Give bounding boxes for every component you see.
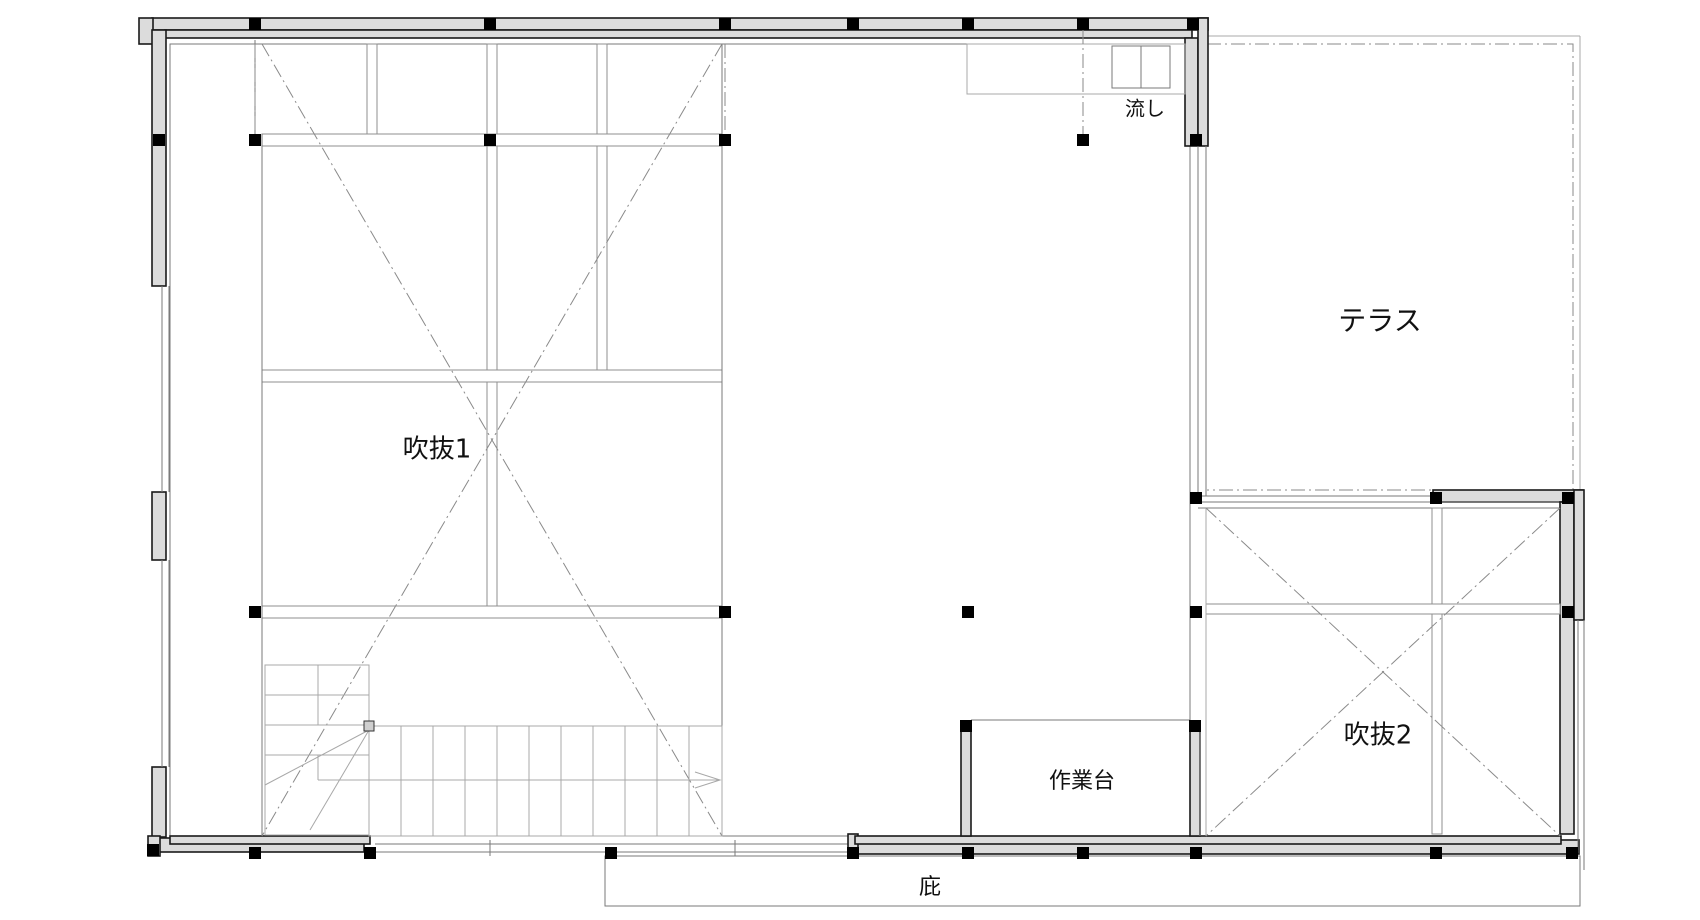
wall-right-upper-outer xyxy=(1197,17,1209,147)
sink-label: 流し xyxy=(1125,97,1165,121)
void1-beams xyxy=(254,40,723,836)
wall-top-inner xyxy=(164,29,1193,39)
wall-void2-right xyxy=(1559,501,1575,835)
void2-label: 吹抜2 xyxy=(1344,721,1413,751)
sink-counter xyxy=(966,30,1186,134)
wall-right-upper xyxy=(1184,37,1199,147)
interior-outline xyxy=(169,43,1191,837)
eaves-label: 庇 xyxy=(919,875,941,900)
stairs xyxy=(264,664,723,837)
terrace-label: テラス xyxy=(1338,304,1421,337)
eaves-outline xyxy=(604,855,1581,907)
wall-left-middle xyxy=(151,491,167,561)
workbench-label: 作業台 xyxy=(1049,769,1115,794)
wall-workbench-right xyxy=(1189,723,1201,837)
wall-bottom-right-inner xyxy=(854,835,1562,845)
wall-left-upper xyxy=(151,29,167,287)
wall-top xyxy=(151,17,1209,31)
void2-diagonal-b xyxy=(1205,507,1561,837)
terrace-outline xyxy=(1207,43,1574,491)
wall-left-lower xyxy=(151,766,167,838)
void2-beams xyxy=(1205,507,1561,836)
wall-workbench-left xyxy=(960,723,972,837)
wall-bottom-left-inner xyxy=(169,835,371,845)
wall-top-corner xyxy=(138,17,154,45)
void1-diagonal-b xyxy=(261,43,723,837)
wall-void2-top xyxy=(1432,489,1584,503)
void1-label: 吹抜1 xyxy=(403,435,472,465)
wall-void2-right-outer xyxy=(1573,489,1585,621)
